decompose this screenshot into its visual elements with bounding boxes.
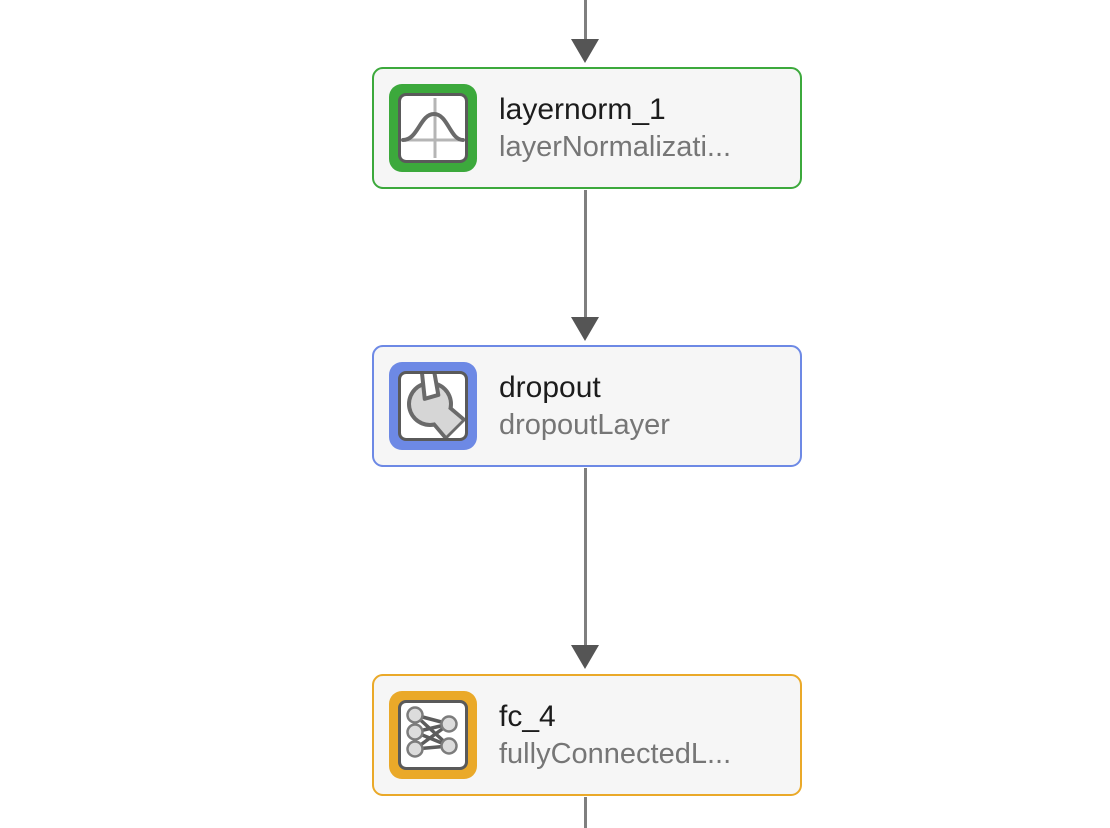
layer-node-fc-4[interactable]: fc_4 fullyConnectedL...	[372, 674, 802, 796]
wrench-icon	[398, 371, 468, 441]
node-title: fc_4	[499, 700, 556, 733]
arrowhead-into-layernorm	[571, 39, 599, 63]
node-subtitle: layerNormalizati...	[499, 131, 732, 163]
bell-curve-icon	[398, 93, 468, 163]
layer-node-layernorm-1[interactable]: layernorm_1 layerNormalizati...	[372, 67, 802, 189]
edge-out-of-fc[interactable]	[584, 797, 587, 828]
node-labels: dropout dropoutLayer	[499, 369, 670, 443]
node-labels: layernorm_1 layerNormalizati...	[499, 91, 731, 165]
edge-dropout-to-fc[interactable]	[584, 468, 587, 646]
node-subtitle: dropoutLayer	[499, 409, 670, 441]
arrowhead-layernorm-to-dropout	[571, 317, 599, 341]
layer-icon-tile	[389, 691, 477, 779]
node-title: dropout	[499, 371, 601, 404]
layer-icon-tile	[389, 362, 477, 450]
layer-node-dropout[interactable]: dropout dropoutLayer	[372, 345, 802, 467]
node-subtitle: fullyConnectedL...	[499, 738, 732, 770]
arrowhead-dropout-to-fc	[571, 645, 599, 669]
node-title: layernorm_1	[499, 93, 666, 126]
network-icon	[398, 700, 468, 770]
edge-layernorm-to-dropout[interactable]	[584, 190, 587, 318]
node-labels: fc_4 fullyConnectedL...	[499, 698, 731, 772]
layer-icon-tile	[389, 84, 477, 172]
edge-into-layernorm[interactable]	[584, 0, 587, 40]
